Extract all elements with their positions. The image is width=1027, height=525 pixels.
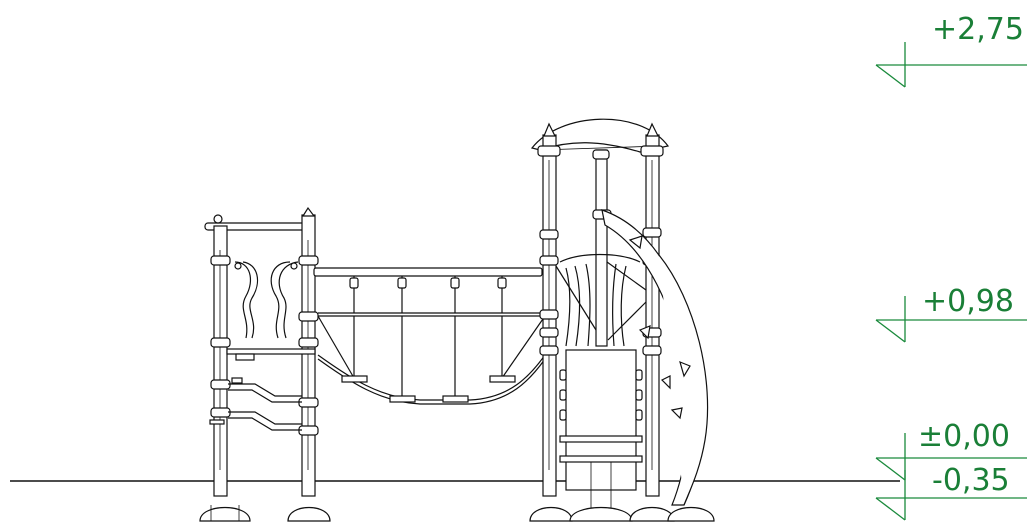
- right-tower: [529, 118, 715, 522]
- rope-bridge: [313, 267, 546, 405]
- level-label-ground: ±0,00: [918, 419, 1010, 454]
- level-label-top: +2,75: [932, 12, 1024, 47]
- level-label-foundation: -0,35: [932, 463, 1010, 498]
- level-marker-top: [875, 42, 1027, 88]
- level-label-deck: +0,98: [922, 284, 1014, 319]
- level-marker-deck: [875, 296, 1027, 343]
- level-marker-foundation: [875, 470, 1027, 521]
- left-tower: [199, 206, 331, 522]
